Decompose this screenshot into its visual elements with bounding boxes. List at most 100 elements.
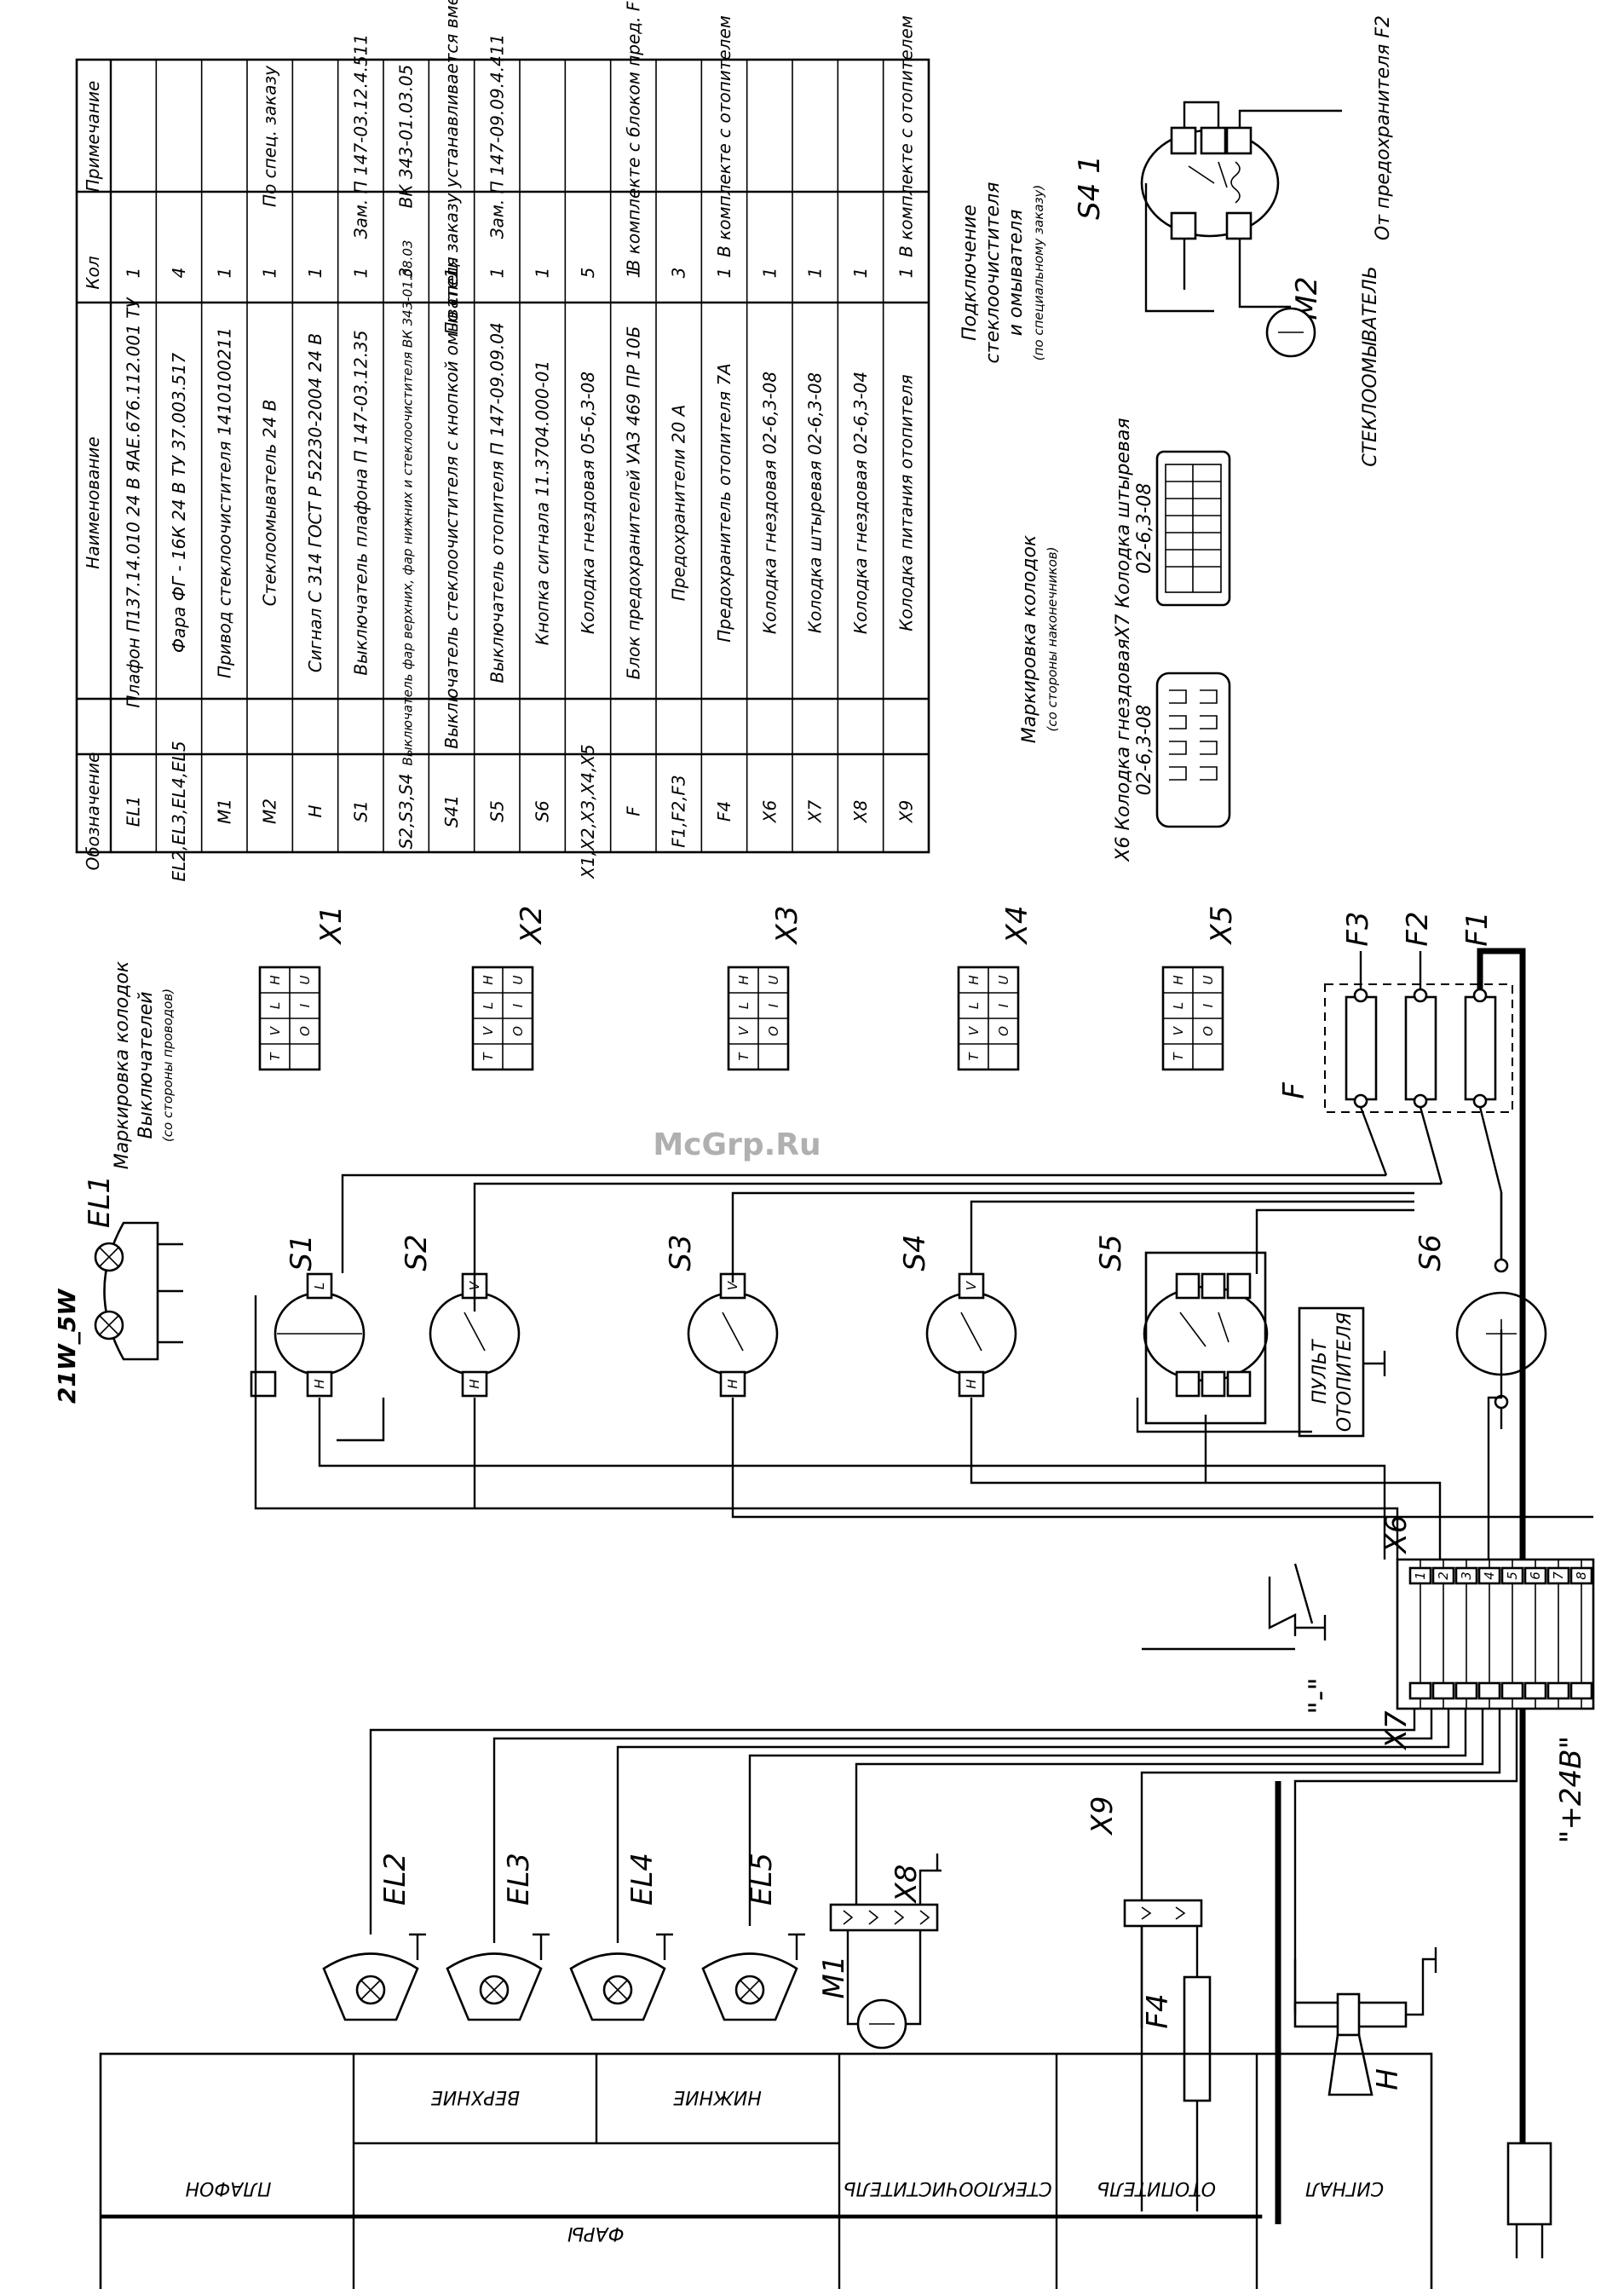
svg-text:(со стороны проводов): (со стороны проводов) xyxy=(160,989,176,1142)
svg-text:X6 Колодка гнездовая: X6 Колодка гнездовая xyxy=(1113,638,1134,862)
headlight-el4 xyxy=(569,1933,673,2021)
label-s2: S2 xyxy=(400,1234,434,1271)
label-s3: S3 xyxy=(664,1234,698,1271)
table-cell-qty: 4 xyxy=(169,268,189,279)
table-cell-ref: F4 xyxy=(714,801,734,822)
svg-text:и омывателя: и омывателя xyxy=(1005,210,1027,337)
table-cell-ref: M2 xyxy=(260,799,280,824)
horn-h: H xyxy=(1293,1947,1437,2096)
pin-number: 6 xyxy=(1528,1571,1543,1580)
headlight-el2 xyxy=(322,1933,426,2021)
table-cell-name: Предохранители 20 А xyxy=(669,405,689,602)
label-el5: EL5 xyxy=(745,1853,779,1906)
ground-minus: "-" xyxy=(1268,1563,1337,1715)
pin-letter: T xyxy=(966,1052,982,1061)
component-table: Примечание Кол Наименование Обозначение … xyxy=(75,0,930,882)
table-cell-name: Колодка штыревая 02-6,3-08 xyxy=(805,372,826,633)
label-el4: EL4 xyxy=(625,1853,659,1906)
table-cell-note: ВК 343-01.03.05 xyxy=(396,65,417,209)
pin-letter: V xyxy=(966,1025,982,1035)
label-minus: "-" xyxy=(1303,1677,1337,1715)
table-cell-qty: 1 xyxy=(260,268,280,279)
switch-s5 xyxy=(1143,1251,1269,1425)
label-x9: X9 xyxy=(1086,1796,1120,1836)
label-el1: EL1 xyxy=(83,1175,117,1228)
table-cell-name: Блок предохранителей УАЗ 469 ПР 10Б xyxy=(623,326,643,680)
headlight-el5 xyxy=(701,1933,805,2021)
pin-letter: O xyxy=(510,1026,526,1036)
table-header-ref: Обозначение xyxy=(83,752,103,871)
switch-s3: VH xyxy=(687,1272,779,1398)
label-f4: F4 xyxy=(1141,1993,1175,2028)
wiper-motor-m1: X8 M1 xyxy=(817,1854,942,2050)
table-cell-name: Выключатель отопителя П 147-09.09.04 xyxy=(487,322,507,683)
label-x3: X3 xyxy=(770,906,804,946)
dome-lamp-el1: 21W_5W EL1 xyxy=(53,1175,183,1404)
table-cell-ref: X9 xyxy=(896,800,916,823)
label-s4: S4 xyxy=(898,1234,932,1271)
table-header-name: Наименование xyxy=(83,436,103,568)
pin-letter: I xyxy=(510,1003,526,1007)
pin-letter: U xyxy=(510,975,526,984)
label-m1: M1 xyxy=(817,1956,851,1999)
label-plus24: "+24В" xyxy=(1554,1736,1588,1843)
table-cell-ref: M1 xyxy=(214,799,234,824)
table-cell-name: Привод стеклоочистителя 1410100211 xyxy=(214,327,234,678)
table-cell-qty: 1 xyxy=(896,268,916,279)
pin-letter: U xyxy=(297,975,313,984)
table-cell-note: В комплекте с отопителем xyxy=(896,15,916,257)
block-marking-note: Маркировка колодок (со стороны наконечни… xyxy=(1019,418,1231,862)
svg-text:Маркировка колодок: Маркировка колодок xyxy=(112,960,133,1169)
table-cell-qty: 1 xyxy=(759,268,780,279)
heater-feed-x9-f4: X9 F4 xyxy=(1086,1796,1212,2211)
pin-number: 8 xyxy=(1574,1571,1589,1580)
svg-text:L: L xyxy=(312,1283,327,1289)
svg-text:02-6,3-08: 02-6,3-08 xyxy=(1134,483,1155,574)
table-cell-ref: S6 xyxy=(533,800,553,822)
block-steklo: СТЕКЛООЧИСТИТЕЛЬ xyxy=(843,2177,1051,2199)
pin-letter: H xyxy=(268,975,283,984)
label-f3: F3 xyxy=(1341,911,1375,946)
label-el2: EL2 xyxy=(378,1853,412,1906)
table-cell-ref: X7 xyxy=(805,800,826,824)
pin-letter: I xyxy=(996,1003,1011,1007)
label-x1: X1 xyxy=(314,906,348,946)
label-x4: X4 xyxy=(1000,906,1034,946)
svg-text:H: H xyxy=(467,1379,482,1388)
table-cell-qty: 1 xyxy=(487,268,507,279)
label-s41: S4 1 xyxy=(1073,155,1107,220)
table-header-note: Примечание xyxy=(83,81,103,193)
block-plafon: ПЛАФОН xyxy=(186,2177,272,2199)
pin-letter: I xyxy=(1201,1003,1216,1007)
table-cell-name: Выключатель плафона П 147-03.12.35 xyxy=(350,330,371,675)
label-s1: S1 xyxy=(285,1234,319,1271)
label-x8: X8 xyxy=(890,1865,924,1905)
pin-letter: V xyxy=(481,1025,496,1035)
pin-number: 5 xyxy=(1505,1571,1520,1580)
table-cell-ref: X1,X2,X3,X4,X5 xyxy=(578,744,598,879)
switch-s4: VH xyxy=(925,1272,1017,1398)
pin-letter: O xyxy=(1201,1026,1216,1036)
table-cell-ref: H xyxy=(305,804,325,817)
svg-text:H: H xyxy=(964,1379,979,1388)
table-cell-name: Колодка питания отопителя xyxy=(896,374,916,631)
pin-number: 7 xyxy=(1551,1571,1566,1580)
table-cell-ref: X6 xyxy=(759,800,780,823)
pin-letter: L xyxy=(268,1002,283,1009)
table-cell-name: Колодка гнездовая 02-6,3-04 xyxy=(850,372,871,634)
table-cell-name: Колодка гнездовая 05-6,3-08 xyxy=(578,372,598,634)
svg-text:От предохранителя F2: От предохранителя F2 xyxy=(1373,15,1394,240)
table-cell-qty: 1 xyxy=(214,268,234,279)
pin-letter: H xyxy=(736,975,752,984)
pin-letter: I xyxy=(297,1003,313,1007)
pin-letter: O xyxy=(996,1026,1011,1036)
bottom-blocks: ПЛАФОН ФАРЫ ВЕРХНИЕ НИЖНИЕ СТЕКЛООЧИСТИТ… xyxy=(99,2052,1433,2289)
svg-text:H: H xyxy=(725,1379,740,1388)
washer-connection: Подключение стеклоочистителя и омывателя… xyxy=(959,15,1394,467)
svg-text:ОТОПИТЕЛЯ: ОТОПИТЕЛЯ xyxy=(1334,1312,1356,1432)
switch-s2: VH xyxy=(429,1272,521,1398)
pin-letter: L xyxy=(481,1002,496,1009)
